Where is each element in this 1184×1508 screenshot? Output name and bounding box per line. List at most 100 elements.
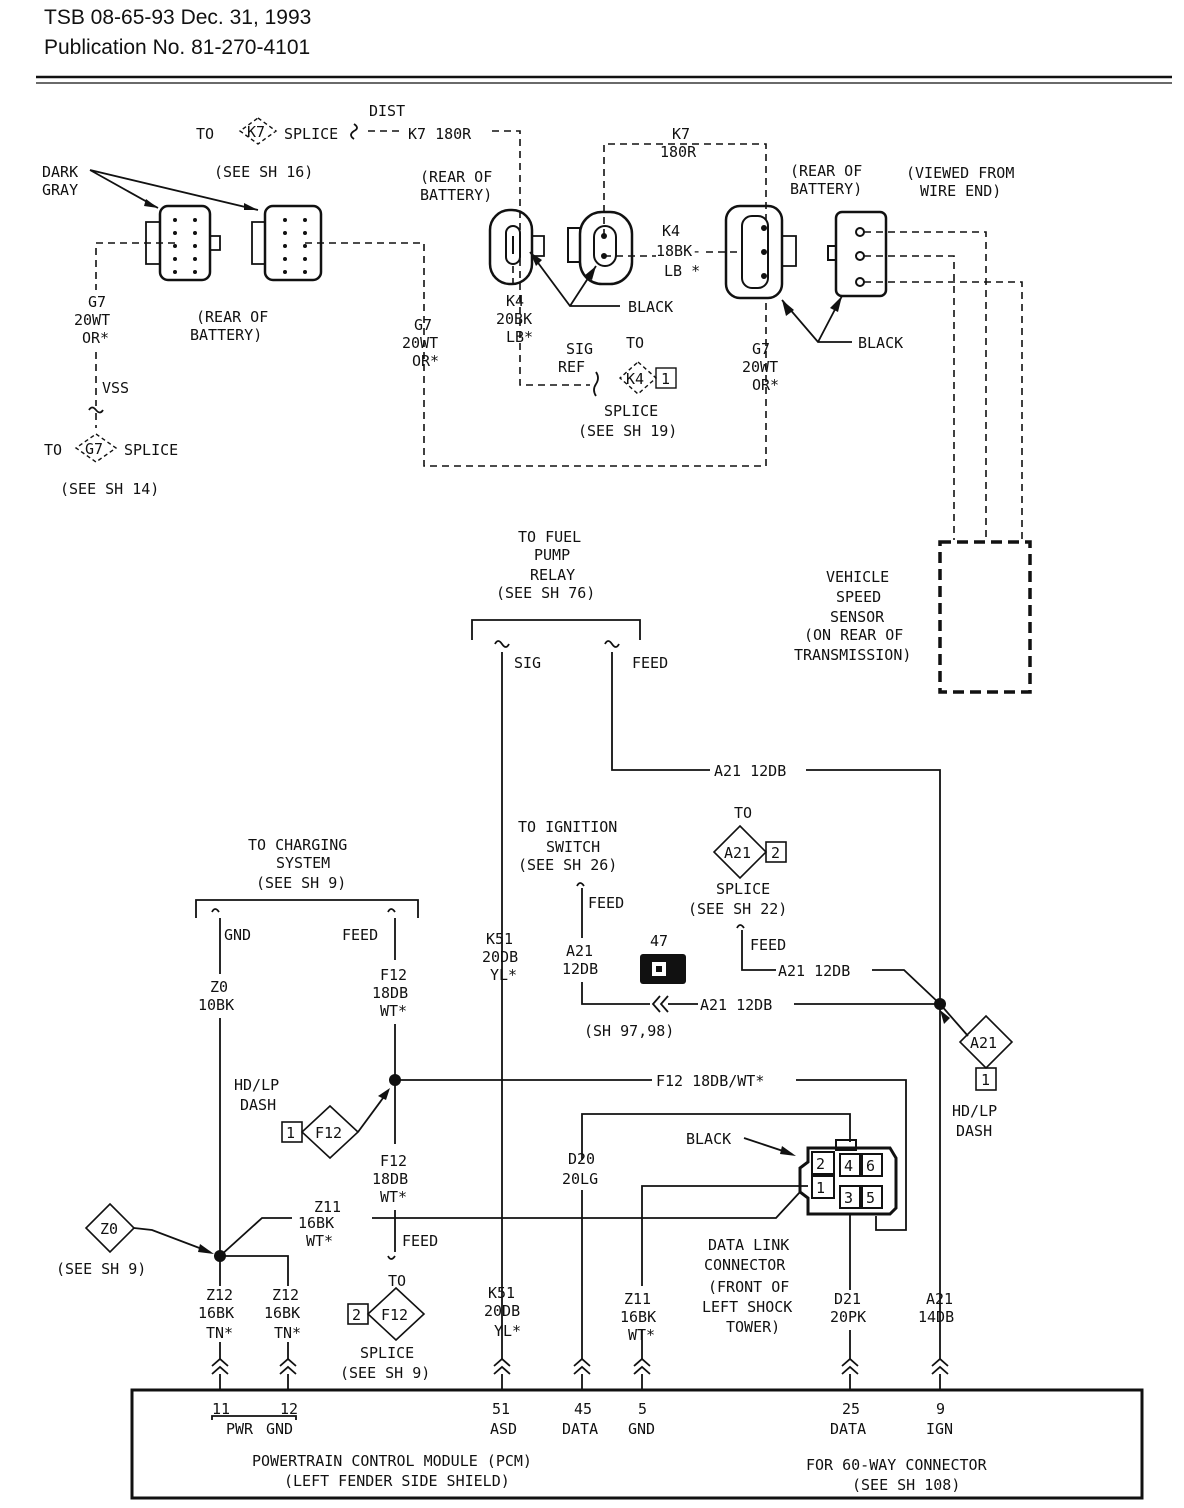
z11-wire <box>219 1217 292 1257</box>
svg-text:6: 6 <box>866 1157 875 1175</box>
z0-splice-symbol <box>84 1202 136 1254</box>
fuel-pump-label: RELAY <box>530 566 575 584</box>
pcm-connector-marks <box>211 1357 949 1375</box>
hdlp-label: DASH <box>956 1122 992 1140</box>
pcm-connector-note: FOR 60-WAY CONNECTOR <box>806 1456 988 1474</box>
g7-label: 20WT <box>74 311 110 329</box>
svg-text:11: 11 <box>212 1400 230 1418</box>
a21-splice-ref <box>712 824 768 880</box>
vss-sensor-label: VEHICLE <box>826 568 889 586</box>
k4-label: 20BK <box>496 310 532 328</box>
rear-of-battery-label: (REAR OF <box>790 162 862 180</box>
feed-label: FEED <box>750 936 786 954</box>
a21-splice-wire <box>872 969 941 1005</box>
svg-text:SPLICE: SPLICE <box>284 125 338 143</box>
a21-hdlp-pin: 1 <box>981 1071 990 1089</box>
wire-break-mark <box>387 908 396 913</box>
f12-long-wire <box>796 1079 907 1231</box>
fuel-pump-label: TO FUEL <box>518 528 581 546</box>
z11-dl-wire <box>641 1185 808 1286</box>
g7-label: G7 <box>88 293 106 311</box>
vss-wire <box>864 255 955 540</box>
dlc-label: DATA LINK <box>708 1236 789 1254</box>
g7-wire-left <box>95 242 175 290</box>
gray-label: GRAY <box>42 181 78 199</box>
svg-text:4: 4 <box>844 1157 853 1175</box>
f12-splice-symbol: F12 <box>315 1124 342 1142</box>
wire-break-mark <box>576 882 585 887</box>
z0-splice-ref: (SEE SH 9) <box>56 1260 146 1278</box>
k7-label: 180R <box>660 143 697 161</box>
k4-splice-ref: TO <box>626 334 644 352</box>
viewed-from-label: (VIEWED FROM <box>906 164 1014 182</box>
black-label: BLACK <box>858 334 903 352</box>
z12-label: Z12 <box>272 1286 299 1304</box>
a21-splice-ref: A21 <box>724 844 751 862</box>
k7-label: K7 <box>672 125 690 143</box>
g7-label: G7 <box>414 316 432 334</box>
svg-text:9: 9 <box>936 1400 945 1418</box>
k4-splice-ref <box>655 367 677 389</box>
ignition-label: (SEE SH 26) <box>518 856 617 874</box>
svg-text:PWR: PWR <box>226 1420 254 1438</box>
svg-text:(SEE SH 16): (SEE SH 16) <box>214 163 313 181</box>
ignition-label: TO IGNITION <box>518 818 617 836</box>
f12-label: F12 <box>380 1152 407 1170</box>
data-link-connector: 2 1 4 6 3 5 <box>798 1139 898 1216</box>
wire-break-mark <box>604 640 620 648</box>
k51-label: 20DB <box>482 948 518 966</box>
svg-text:G7: G7 <box>85 440 103 458</box>
charging-label: (SEE SH 9) <box>256 874 346 892</box>
z12-label: TN* <box>206 1324 233 1342</box>
pcm-connector-ref: (SEE SH 108) <box>852 1476 960 1494</box>
svg-text:GND: GND <box>628 1420 655 1438</box>
k4-label: 18BK- <box>656 242 701 260</box>
dlc-label: TOWER) <box>726 1318 780 1336</box>
vss-label: VSS <box>102 379 129 397</box>
f12-label: WT* <box>380 1002 407 1020</box>
svg-text:IGN: IGN <box>926 1420 953 1438</box>
vss-connector-male <box>724 204 797 300</box>
svg-text:(SEE SH 14): (SEE SH 14) <box>60 480 159 498</box>
a21-label: 12DB <box>562 960 598 978</box>
wire-break-mark <box>88 406 104 414</box>
sig-ref-label: SIG <box>566 340 593 358</box>
d21-label: 20PK <box>830 1308 866 1326</box>
sh97-label: (SH 97,98) <box>584 1022 674 1040</box>
a21-hdlp-symbol: A21 <box>970 1034 997 1052</box>
charging-label: SYSTEM <box>276 854 330 872</box>
rear-of-battery-label: BATTERY) <box>790 180 862 198</box>
f12-splice-ref: TO <box>388 1272 406 1290</box>
wire-break-mark <box>736 924 745 929</box>
f12-label: F12 <box>380 966 407 984</box>
svg-text:K7: K7 <box>247 123 265 141</box>
vehicle-speed-sensor <box>938 540 1032 694</box>
a21-hdlp-lead <box>939 1003 969 1037</box>
rear-of-battery-label: (REAR OF <box>420 168 492 186</box>
f12-splice-ref: F12 <box>381 1306 408 1324</box>
pcm-location: (LEFT FENDER SIDE SHIELD) <box>284 1472 510 1490</box>
vss-wire <box>864 281 1023 540</box>
k4-splice-ref: (SEE SH 19) <box>578 422 677 440</box>
svg-text:12: 12 <box>280 1400 298 1418</box>
g7-label: 20WT <box>402 334 438 352</box>
rear-of-battery-label: BATTERY) <box>420 186 492 204</box>
svg-text:25: 25 <box>842 1400 860 1418</box>
connector-47-label: 47 <box>650 932 668 950</box>
svg-text:2: 2 <box>816 1155 825 1173</box>
hdlp-label: DASH <box>240 1096 276 1114</box>
k4-label: LB* <box>506 328 533 346</box>
f12-wire-label: F12 18DB/WT* <box>656 1072 764 1090</box>
d20-label: D20 <box>568 1150 595 1168</box>
k51-label: K51 <box>486 930 513 948</box>
k7-ref-wire <box>492 130 590 386</box>
k7-wire-label: K7 180R <box>408 125 472 143</box>
feed-label: FEED <box>588 894 624 912</box>
k4-splice-ref: K4 <box>626 370 644 388</box>
rear-of-battery-label: BATTERY) <box>190 326 262 344</box>
pcm-pin-25: 25 DATA <box>830 1400 866 1438</box>
vss-connector-female <box>827 210 888 298</box>
dist-label: DIST <box>369 102 405 120</box>
a21-wire-label: A21 12DB <box>778 962 850 980</box>
pcm-pin-11: 11 PWR <box>212 1400 254 1438</box>
